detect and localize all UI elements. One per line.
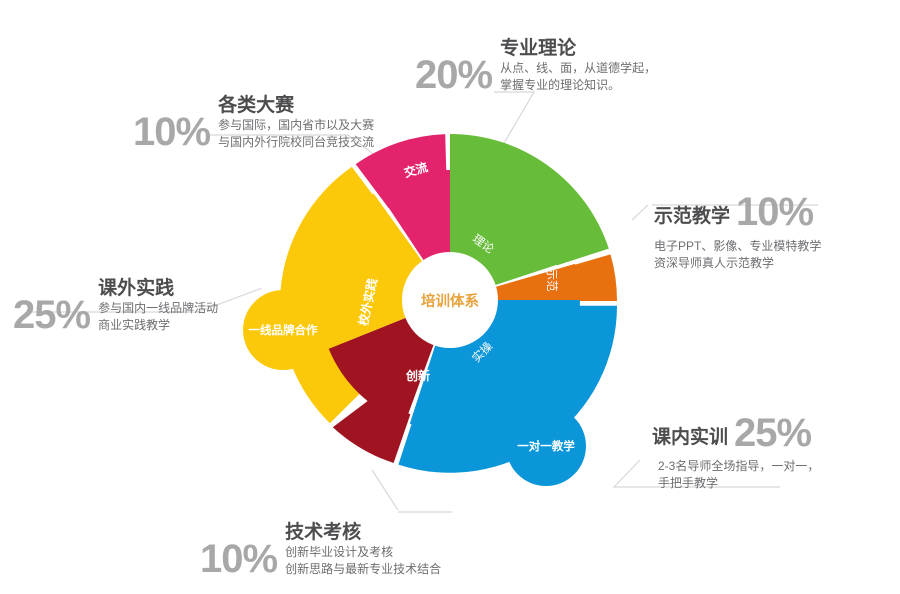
callout-theory-line2: 掌握专业的理论知识。 — [500, 78, 621, 93]
callout-incourse-percent: 25% — [734, 411, 812, 455]
callout-contest-line1: 参与国际，国内省市以及大赛 — [218, 117, 375, 132]
callout-incourse-heading: 课内实训 — [652, 427, 729, 449]
callout-theory-heading: 专业理论 — [500, 38, 577, 59]
center-hub — [402, 252, 498, 348]
center-title: 培训体系 — [421, 292, 479, 310]
bubble-one-on-one-teaching-label: 一对一教学 — [517, 439, 575, 453]
callout-incourse-line2: 手把手教学 — [658, 476, 719, 491]
connector-outcourse — [30, 287, 263, 313]
callout-demo-percent: 10% — [736, 190, 814, 234]
callout-exam-percent: 10% — [200, 536, 278, 581]
callout-contest[interactable]: 10% 各类大赛 参与国际，国内省市以及大赛 与国内外行院校同台竞技交流 — [133, 95, 374, 152]
connector-exam — [371, 469, 399, 511]
callout-outcourse-line2: 商业实践教学 — [98, 318, 171, 333]
segment-label-exchange: 交流 — [402, 159, 429, 180]
connector-demo-tail — [631, 204, 649, 221]
callout-demo[interactable]: 示范教学 10% 电子PPT、影像、专业模特教学 资深导师真人示范教学 — [654, 192, 821, 273]
callout-outcourse-percent: 25% — [13, 292, 91, 337]
callout-exam-line1: 创新毕业设计及考核 — [285, 544, 394, 559]
callout-demo-line1: 电子PPT、影像、专业模特教学 — [654, 239, 822, 253]
callout-exam-line2: 创新思路与最新专业技术结合 — [285, 562, 442, 577]
bubble-brand-cooperation-label: 一线品牌合作 — [249, 323, 318, 337]
segment-label-demo: 示范 — [545, 269, 559, 292]
callout-theory-line1: 从点、线、面，从道德学起， — [500, 60, 657, 75]
callout-demo-heading: 示范教学 — [654, 206, 731, 228]
callout-incourse-line1: 2-3名导师全场指导，一对一， — [658, 459, 820, 473]
callout-contest-line2: 与国内外行院校同台竞技交流 — [218, 135, 375, 150]
callout-contest-percent: 10% — [133, 109, 211, 154]
callout-incourse[interactable]: 课内实训 25% 2-3名导师全场指导，一对一， 手把手教学 — [652, 413, 819, 493]
segment-label-innovation: 创新 — [405, 368, 430, 383]
bubble-one-on-one-teaching[interactable]: 一对一教学 — [506, 406, 586, 486]
callout-outcourse[interactable]: 25% 课外实践 参与国内一线品牌活动 商业实践教学 — [13, 278, 218, 335]
callout-demo-line2: 资深导师真人示范教学 — [654, 256, 775, 271]
callout-theory[interactable]: 20% 专业理论 从点、线、面，从道德学起， 掌握专业的理论知识。 — [415, 38, 656, 95]
bubble-brand-cooperation[interactable]: 一线品牌合作 — [243, 290, 323, 370]
callout-exam[interactable]: 10% 技术考核 创新毕业设计及考核 创新思路与最新专业技术结合 — [200, 522, 441, 579]
connector-theory — [494, 91, 536, 151]
connector-incourse — [612, 459, 780, 488]
callout-contest-heading: 各类大赛 — [218, 95, 295, 116]
callout-outcourse-heading: 课外实践 — [98, 278, 175, 299]
callout-theory-percent: 20% — [415, 52, 493, 97]
callout-exam-heading: 技术考核 — [285, 522, 362, 543]
callout-outcourse-line1: 参与国内一线品牌活动 — [98, 300, 219, 315]
